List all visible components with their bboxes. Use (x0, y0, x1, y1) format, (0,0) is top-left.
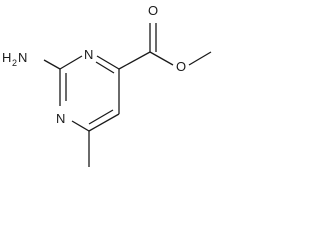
bond-c5-c4-inner (88, 109, 114, 125)
atom-label-ester-o: O (176, 59, 186, 74)
bonds (43, 23, 212, 167)
bond-c5-c4 (88, 113, 120, 132)
bond-ester-o-methyl (188, 51, 212, 66)
atom-label-ring-n-bottom: N (56, 111, 65, 126)
bond-n1-c6-inner (95, 61, 115, 74)
atom-label-amino-h: H (2, 50, 11, 65)
atom-label-carbonyl-o: O (148, 3, 158, 18)
bond-amino-c2 (43, 59, 61, 70)
atom-label-amino-subscript: 2 (12, 58, 17, 68)
atom-label-amino-n: N (18, 50, 27, 65)
atom-label-ring-n-top: N (84, 47, 93, 62)
bond-c6-carbonyl (118, 51, 151, 70)
atom-labels: H 2 N N N O O (2, 3, 186, 126)
bond-carbonyl-ester-o (149, 51, 174, 66)
bond-c4-n3 (71, 120, 90, 132)
chemical-structure-diagram: H 2 N N N O O (2, 3, 212, 167)
bond-n1-c6 (96, 55, 120, 70)
bond-c2-n1 (59, 55, 83, 70)
